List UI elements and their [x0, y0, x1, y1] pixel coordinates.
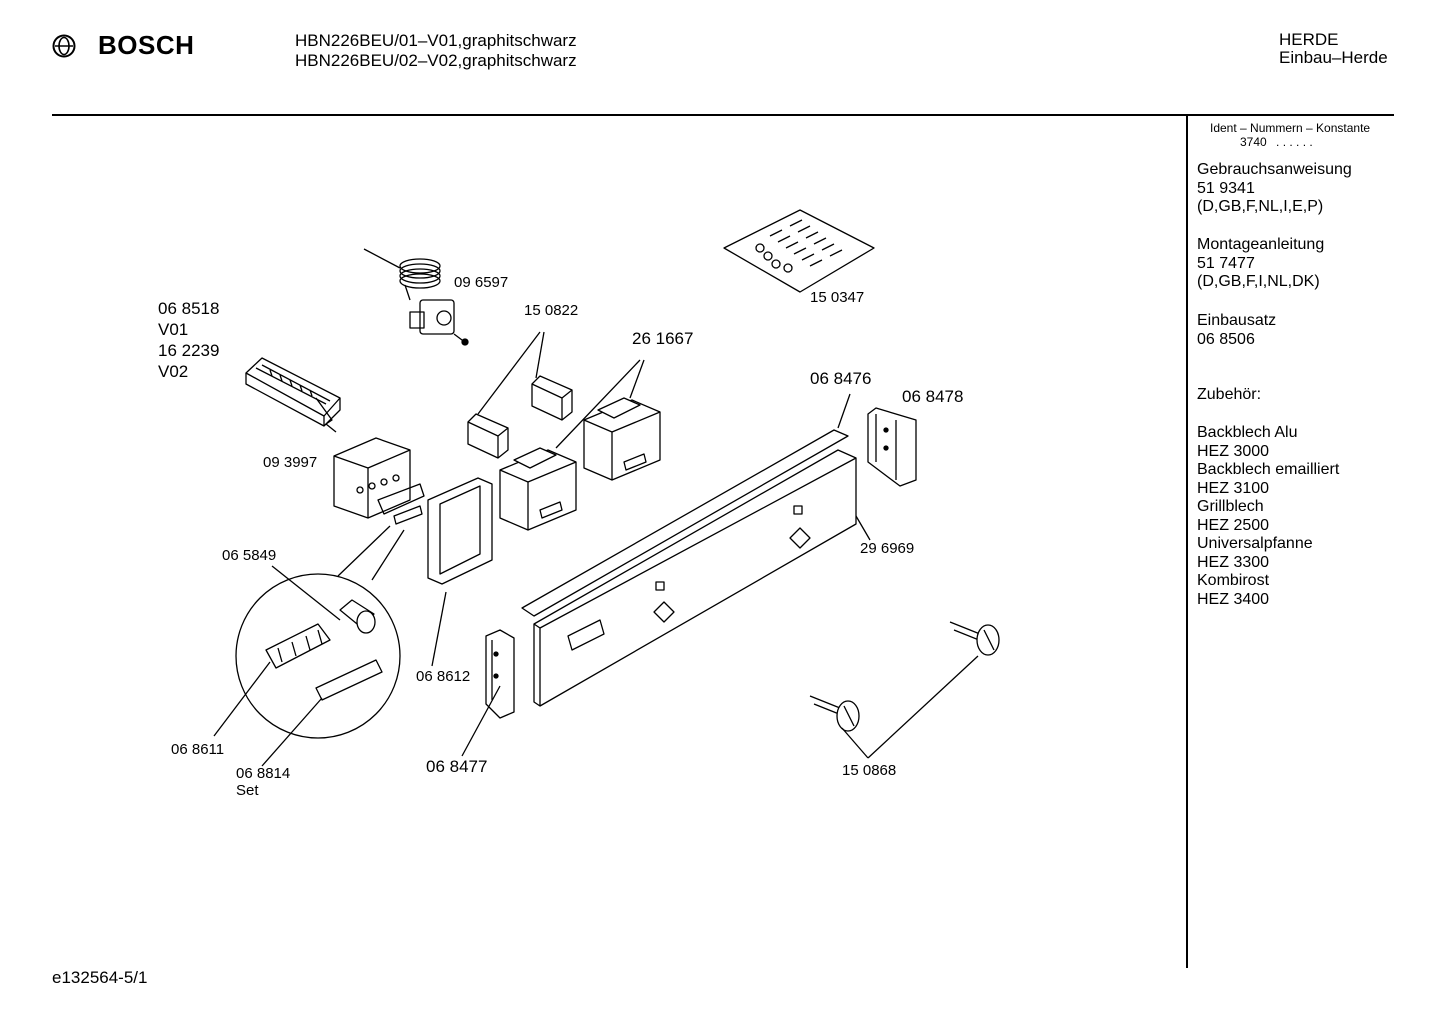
screw-bag-part [723, 209, 875, 293]
part-label-068478: 06 8478 [902, 387, 964, 406]
part-label-068814: 06 8814 Set [236, 765, 290, 799]
brand-name: BOSCH [98, 30, 195, 60]
category: HERDE Einbau–Herde [1279, 31, 1388, 67]
category-main: HERDE [1279, 30, 1339, 49]
ident-dots: . . . . . . [1276, 135, 1313, 149]
doc-number: 51 9341 [1197, 179, 1255, 197]
model-list: HBN226BEU/01–V01,graphitschwarz HBN226BE… [295, 31, 577, 71]
part-label-150822: 15 0822 [524, 302, 579, 319]
brand-logo: BOSCH [52, 30, 194, 61]
accessory-code: HEZ 2500 [1197, 516, 1270, 534]
part-label-261667: 26 1667 [632, 329, 694, 348]
part-label-068518: 06 8518 V01 16 2239 V02 [158, 298, 219, 382]
ident-value: 3740 . . . . . . [1240, 135, 1313, 149]
control-panel-part [521, 429, 857, 707]
detail-callout [235, 525, 405, 739]
document-id: e132564-5/1 [52, 968, 148, 987]
part-variant: V02 [158, 362, 189, 381]
part-label-068612: 06 8612 [416, 668, 471, 685]
accessory-name: Backblech emailliert [1197, 461, 1340, 478]
sidebar-divider [1186, 114, 1188, 968]
switch-block-part [245, 357, 341, 433]
side-bracket-part [485, 407, 917, 719]
doc-block-installation: Montageanleitung 51 7477 (D,GB,F,I,NL,DK… [1197, 236, 1324, 292]
accessory-name: Kombirost [1197, 572, 1270, 589]
accessory-code: HEZ 3100 [1197, 479, 1270, 497]
part-label-150868: 15 0868 [842, 762, 897, 779]
model-line: HBN226BEU/01–V01,graphitschwarz [295, 31, 577, 50]
doc-number: 51 7477 [1197, 254, 1255, 272]
accessory-code: HEZ 3000 [1197, 442, 1270, 460]
doc-title: Einbausatz [1197, 312, 1277, 329]
accessory-name: Backblech Alu [1197, 424, 1298, 441]
leader-lines [213, 331, 979, 767]
part-number: 06 8518 [158, 299, 220, 318]
frame-part [427, 477, 493, 585]
bosch-armature-icon [52, 34, 76, 57]
part-label-296969: 29 6969 [860, 540, 915, 557]
accessory-name: Grillblech [1197, 498, 1264, 515]
part-number: 06 8814 [236, 765, 291, 782]
part-label-068611: 06 8611 [171, 741, 225, 758]
part-label-150347: 15 0347 [810, 289, 865, 306]
category-sub: Einbau–Herde [1279, 48, 1388, 67]
accessories-list: Backblech Alu HEZ 3000 Backblech emailli… [1197, 424, 1339, 609]
part-label-096597: 09 6597 [454, 274, 509, 291]
accessories-heading: Zubehör: [1197, 386, 1261, 405]
doc-title: Gebrauchsanweisung [1197, 161, 1352, 178]
control-module-part [333, 437, 425, 525]
doc-languages: (D,GB,F,NL,I,E,P) [1197, 198, 1324, 215]
accessory-code: HEZ 3300 [1197, 553, 1270, 571]
part-label-068476: 06 8476 [810, 369, 872, 388]
model-line: HBN226BEU/02–V02,graphitschwarz [295, 51, 577, 70]
part-label-068477: 06 8477 [426, 757, 488, 776]
doc-block-manual: Gebrauchsanweisung 51 9341 (D,GB,F,NL,I,… [1197, 161, 1352, 217]
knob-part [809, 621, 1000, 732]
accessories-title: Zubehör: [1197, 386, 1262, 403]
bracket-part [499, 397, 661, 531]
part-number: 16 2239 [158, 341, 220, 360]
accessory-code: HEZ 3400 [1197, 590, 1270, 608]
header-divider [52, 114, 1394, 116]
accessory-name: Universalpfanne [1197, 535, 1313, 552]
doc-number: 06 8506 [1197, 330, 1255, 348]
ident-number: 3740 [1240, 135, 1267, 149]
exploded-view-drawing [213, 209, 1000, 767]
doc-languages: (D,GB,F,I,NL,DK) [1197, 273, 1320, 290]
doc-block-kit: Einbausatz 06 8506 [1197, 312, 1276, 349]
doc-title: Montageanleitung [1197, 236, 1325, 253]
thermostat-part [363, 248, 469, 346]
part-variant: V01 [158, 320, 189, 339]
relay-part [467, 375, 573, 459]
part-note: Set [236, 782, 259, 799]
part-label-093997: 09 3997 [263, 454, 318, 471]
ident-label: Ident – Nummern – Konstante [1210, 121, 1371, 135]
part-label-065849: 06 5849 [222, 547, 277, 564]
